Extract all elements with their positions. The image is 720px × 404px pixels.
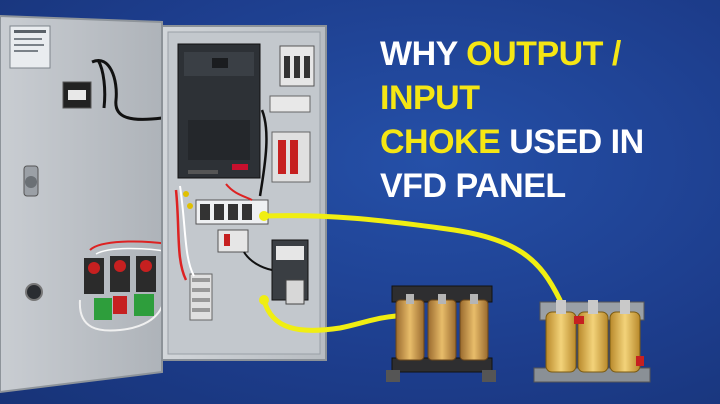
choke-reactor-output xyxy=(533,300,651,383)
door-components xyxy=(78,240,171,332)
headline-line-1: WHY OUTPUT / xyxy=(380,32,710,76)
cabinet-body xyxy=(161,25,327,361)
headline-line-2: INPUT xyxy=(380,79,480,117)
choke-reactor-input xyxy=(386,285,496,382)
headline-word-why: WHY xyxy=(380,35,458,73)
connector-lines xyxy=(259,211,563,333)
headline-line-4: VFD PANEL xyxy=(380,167,566,205)
headline-word-used-in: USED IN xyxy=(509,123,644,161)
headline-line-3: CHOKE USED IN xyxy=(380,120,710,164)
headline-word-output: OUTPUT / xyxy=(466,35,621,73)
cabinet-door xyxy=(0,14,163,394)
headline-title: WHY OUTPUT / INPUT CHOKE USED IN VFD PAN… xyxy=(380,32,710,208)
headline-word-choke: CHOKE xyxy=(380,123,501,161)
